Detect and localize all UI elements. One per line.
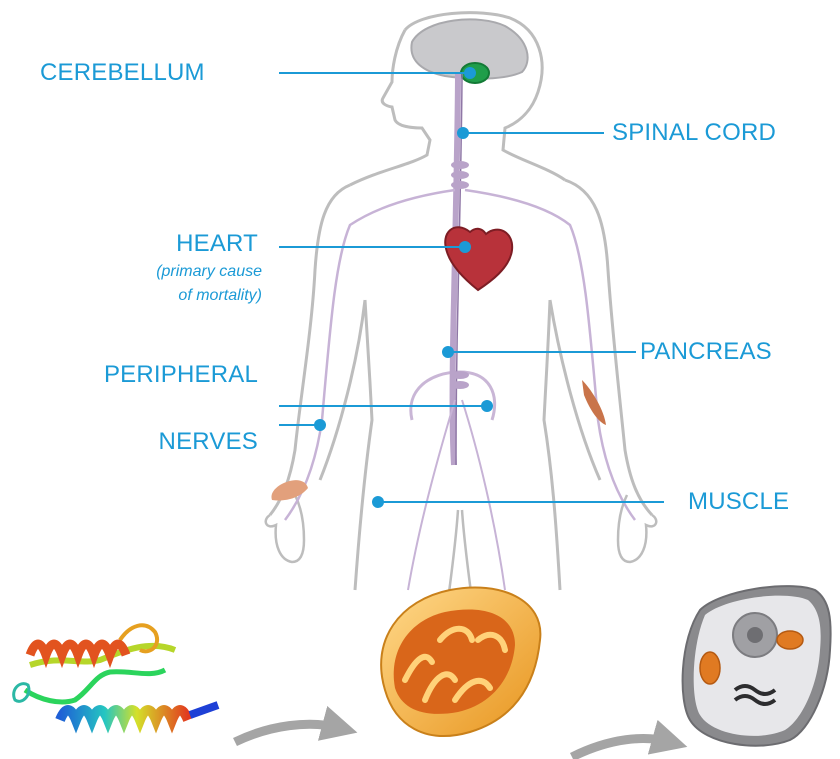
label-pancreas: PANCREAS bbox=[640, 338, 772, 366]
arrow-protein-to-mitochondrion bbox=[235, 724, 340, 742]
cell-icon bbox=[683, 586, 831, 746]
protein-ribbon-icon bbox=[14, 625, 218, 720]
label-heart: HEART bbox=[176, 230, 258, 258]
label-cerebellum: CEREBELLUM bbox=[40, 59, 205, 87]
mitochondrion-icon bbox=[381, 587, 540, 736]
nerve-left-arm bbox=[285, 190, 455, 520]
heart-note-line-1: (primary cause bbox=[156, 262, 262, 282]
left-hand bbox=[266, 495, 304, 562]
label-peripheral-line-1: PERIPHERAL bbox=[104, 361, 258, 389]
arrow-mitochondrion-to-cell bbox=[572, 739, 670, 757]
muscle-left-arm bbox=[271, 480, 308, 500]
label-peripheral-line-2: NERVES bbox=[159, 428, 258, 456]
leader-lines bbox=[279, 73, 664, 502]
leader-dots bbox=[314, 67, 493, 508]
heart-note-line-2: of mortality) bbox=[178, 286, 262, 306]
human-body-figure bbox=[266, 13, 657, 600]
label-spinal-cord: SPINAL CORD bbox=[612, 119, 776, 147]
label-muscle: MUSCLE bbox=[688, 488, 789, 516]
